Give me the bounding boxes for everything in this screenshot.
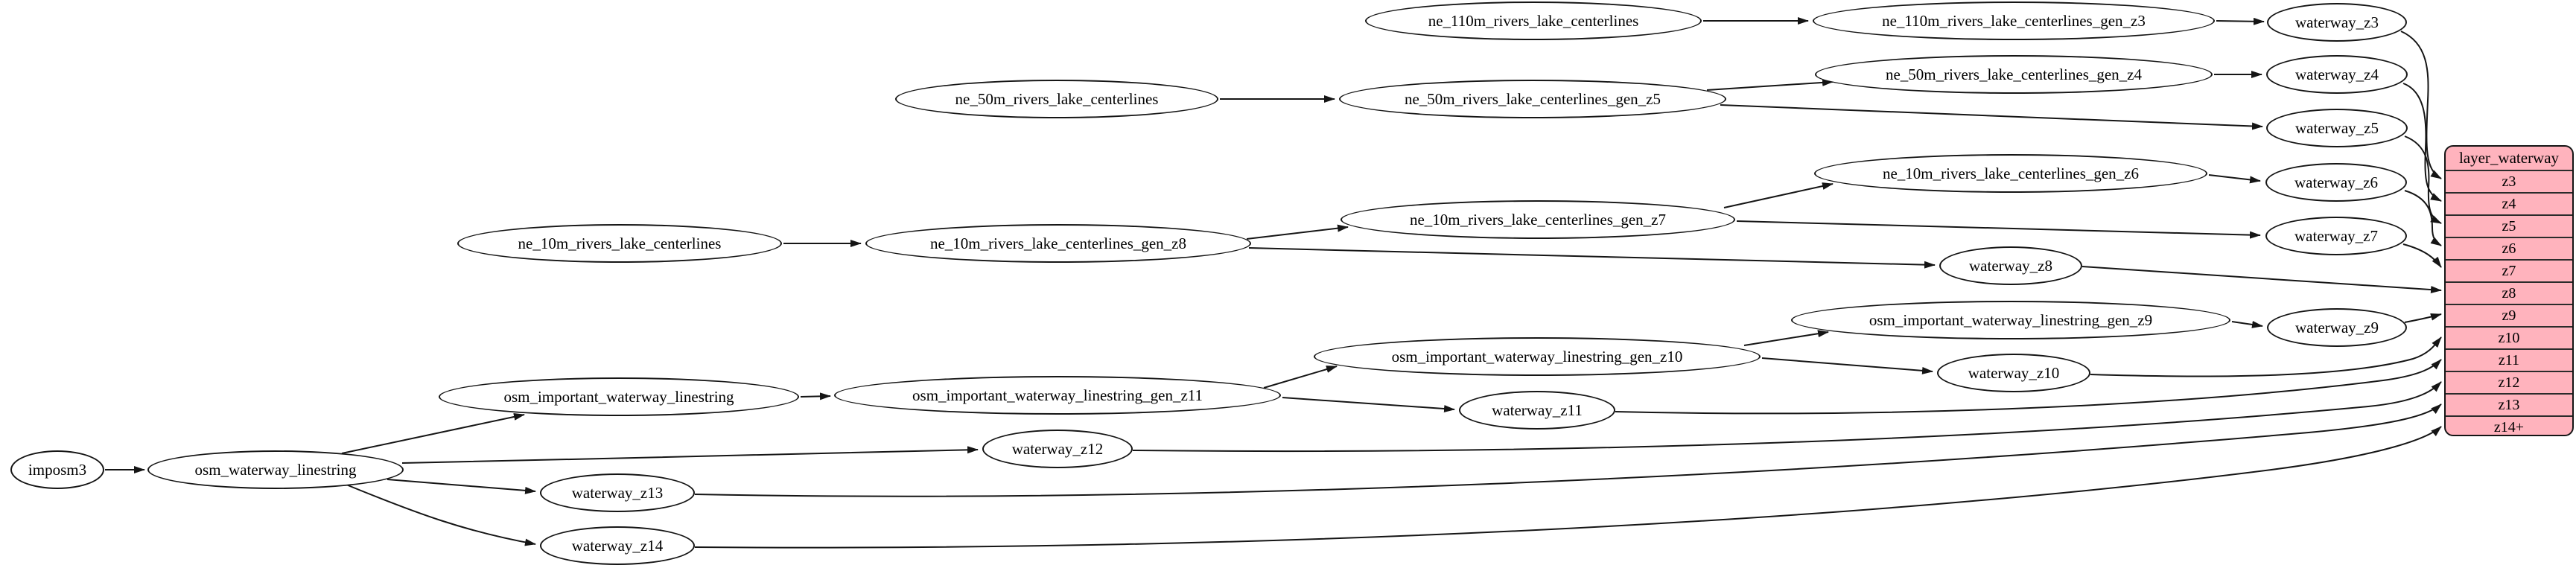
node-ne_10m_rivers_lake_centerlines_gen_z6: ne_10m_rivers_lake_centerlines_gen_z6 [1814,154,2207,193]
node-label: ne_50m_rivers_lake_centerlines [955,89,1159,108]
node-label: waterway_z8 [1969,256,2052,275]
edge-waterway_z13-row_z13 [694,403,2442,497]
node-ne_110m_rivers_lake_centerlines_gen_z3: ne_110m_rivers_lake_centerlines_gen_z3 [1813,1,2215,40]
node-layer_waterway: layer_waterway z3 z4 z5 z6 z7 z8 z9 z10 … [2444,145,2574,436]
edge-waterway_z9-row_z9 [2404,313,2442,323]
edge-waterway_z5-row_z5 [2404,135,2442,224]
node-label: waterway_z12 [1011,439,1104,458]
node-osm_waterway_linestring: osm_waterway_linestring [147,450,404,489]
node-waterway_z3: waterway_z3 [2267,3,2407,42]
node-label: ne_50m_rivers_lake_centerlines_gen_z5 [1404,89,1661,108]
edge-gen_z7-waterway_z7 [1736,220,2261,239]
edge-gen_z11-gen_z10 [1263,366,1338,389]
layer-row-z6: z6 [2446,237,2572,259]
edge-gen_z6-waterway_z6 [2208,174,2261,184]
node-waterway_z9: waterway_z9 [2267,308,2407,347]
node-ne_50m_rivers_lake_centerlines: ne_50m_rivers_lake_centerlines [895,80,1218,118]
edge-waterway_z11-row_z11 [1615,359,2442,415]
node-label: waterway_z13 [571,483,664,502]
edge-gen_z5-waterway_z5 [1720,104,2263,130]
node-label: waterway_z9 [2295,318,2379,336]
edge-osm_waterway_linestring-waterway_z12 [401,446,979,464]
layer-row-z8: z8 [2446,281,2572,304]
node-waterway_z13: waterway_z13 [540,473,695,512]
node-label: waterway_z4 [2295,65,2379,83]
node-osm_important_waterway_linestring_gen_z9: osm_important_waterway_linestring_gen_z9 [1791,301,2230,339]
edge-waterway_z7-row_z7 [2402,243,2442,268]
edge-waterway_z4-row_z4 [2402,83,2442,202]
layer-row-z4: z4 [2446,192,2572,214]
node-label: osm_important_waterway_linestring_gen_z1… [912,386,1203,404]
node-ne_50m_rivers_lake_centerlines_gen_z4: ne_50m_rivers_lake_centerlines_gen_z4 [1815,55,2213,94]
edge-waterway_z3-row_z3 [2400,31,2442,179]
node-osm_important_waterway_linestring_gen_z10: osm_important_waterway_linestring_gen_z1… [1314,337,1761,376]
node-label: ne_50m_rivers_lake_centerlines_gen_z4 [1885,65,2143,83]
edge-gen_z10-gen_z9 [1743,330,1829,346]
node-ne_110m_rivers_lake_centerlines: ne_110m_rivers_lake_centerlines [1365,1,1702,40]
node-label: waterway_z7 [2294,226,2378,245]
layer-row-z13: z13 [2446,393,2572,415]
node-ne_10m_rivers_lake_centerlines: ne_10m_rivers_lake_centerlines [457,224,782,263]
node-label: osm_waterway_linestring [194,460,357,479]
layer-row-z9: z9 [2446,304,2572,326]
layer-row-z14plus: z14+ [2446,415,2572,435]
layer-row-z12: z12 [2446,371,2572,393]
node-ne_10m_rivers_lake_centerlines_gen_z8: ne_10m_rivers_lake_centerlines_gen_z8 [865,224,1251,263]
node-waterway_z8: waterway_z8 [1939,246,2082,285]
node-waterway_z12: waterway_z12 [982,430,1133,468]
node-label: osm_important_waterway_linestring [503,387,734,406]
edge-gen_z8-waterway_z8 [1248,247,1936,269]
edge-osm_waterway_linestring-osm_important_waterway_linestring [341,413,525,454]
node-waterway_z14: waterway_z14 [540,526,695,565]
node-label: ne_10m_rivers_lake_centerlines_gen_z6 [1882,164,2140,182]
layer-row-z3: z3 [2446,170,2572,192]
edge-gen_z11-waterway_z11 [1282,397,1455,413]
node-label: waterway_z6 [2294,173,2378,191]
layer-row-z7: z7 [2446,259,2572,281]
layer-row-z5: z5 [2446,214,2572,237]
node-imposm3: imposm3 [10,450,104,489]
node-label: waterway_z10 [1968,363,2060,382]
node-label: ne_110m_rivers_lake_centerlines [1428,11,1639,30]
node-label: imposm3 [28,460,87,479]
node-label: ne_10m_rivers_lake_centerlines [518,234,722,252]
node-label: waterway_z14 [571,536,664,555]
edge-gen_z9-waterway_z9 [2231,321,2263,328]
layer-row-z10: z10 [2446,326,2572,348]
layer-waterway-title: layer_waterway [2458,149,2560,167]
node-waterway_z4: waterway_z4 [2266,55,2408,94]
node-osm_important_waterway_linestring: osm_important_waterway_linestring [439,377,799,416]
edge-osm_important_waterway_linestring-gen_z11 [800,392,831,401]
edge-gen_z8-gen_z7 [1246,224,1349,240]
node-waterway_z10: waterway_z10 [1937,354,2090,392]
node-ne_50m_rivers_lake_centerlines_gen_z5: ne_50m_rivers_lake_centerlines_gen_z5 [1339,80,1726,118]
node-label: ne_10m_rivers_lake_centerlines_gen_z8 [929,234,1187,252]
node-osm_important_waterway_linestring_gen_z11: osm_important_waterway_linestring_gen_z1… [834,376,1281,415]
edge-waterway_z10-row_z10 [2090,336,2442,377]
edge-gen_z3-waterway_z3 [2216,17,2265,25]
node-waterway_z7: waterway_z7 [2265,217,2407,255]
edge-gen_z5-gen_z4 [1706,78,1834,91]
edge-waterway_z6-row_z6 [2404,190,2442,246]
node-label: waterway_z11 [1492,401,1583,419]
node-label: ne_110m_rivers_lake_centerlines_gen_z3 [1882,11,2146,30]
node-label: waterway_z5 [2295,118,2379,137]
edge-waterway_z12-row_z12 [1132,381,2442,453]
node-waterway_z11: waterway_z11 [1459,391,1615,430]
node-waterway_z5: waterway_z5 [2266,109,2408,147]
edge-osm_waterway_linestring-waterway_z13 [387,479,536,494]
node-waterway_z6: waterway_z6 [2265,163,2407,202]
edge-gen_z10-waterway_z10 [1761,357,1933,374]
node-label: waterway_z3 [2295,13,2379,31]
node-label: osm_important_waterway_linestring_gen_z1… [1391,347,1683,366]
layer-row-z11: z11 [2446,348,2572,371]
edge-gen_z7-gen_z6 [1723,182,1834,208]
edge-waterway_z14-row_z14 [694,426,2442,549]
node-label: osm_important_waterway_linestring_gen_z9 [1869,310,2153,329]
edge-osm_waterway_linestring-waterway_z14 [346,484,536,546]
edge-waterway_z8-row_z8 [2082,266,2442,293]
node-ne_10m_rivers_lake_centerlines_gen_z7: ne_10m_rivers_lake_centerlines_gen_z7 [1341,200,1735,239]
node-label: ne_10m_rivers_lake_centerlines_gen_z7 [1409,210,1667,229]
